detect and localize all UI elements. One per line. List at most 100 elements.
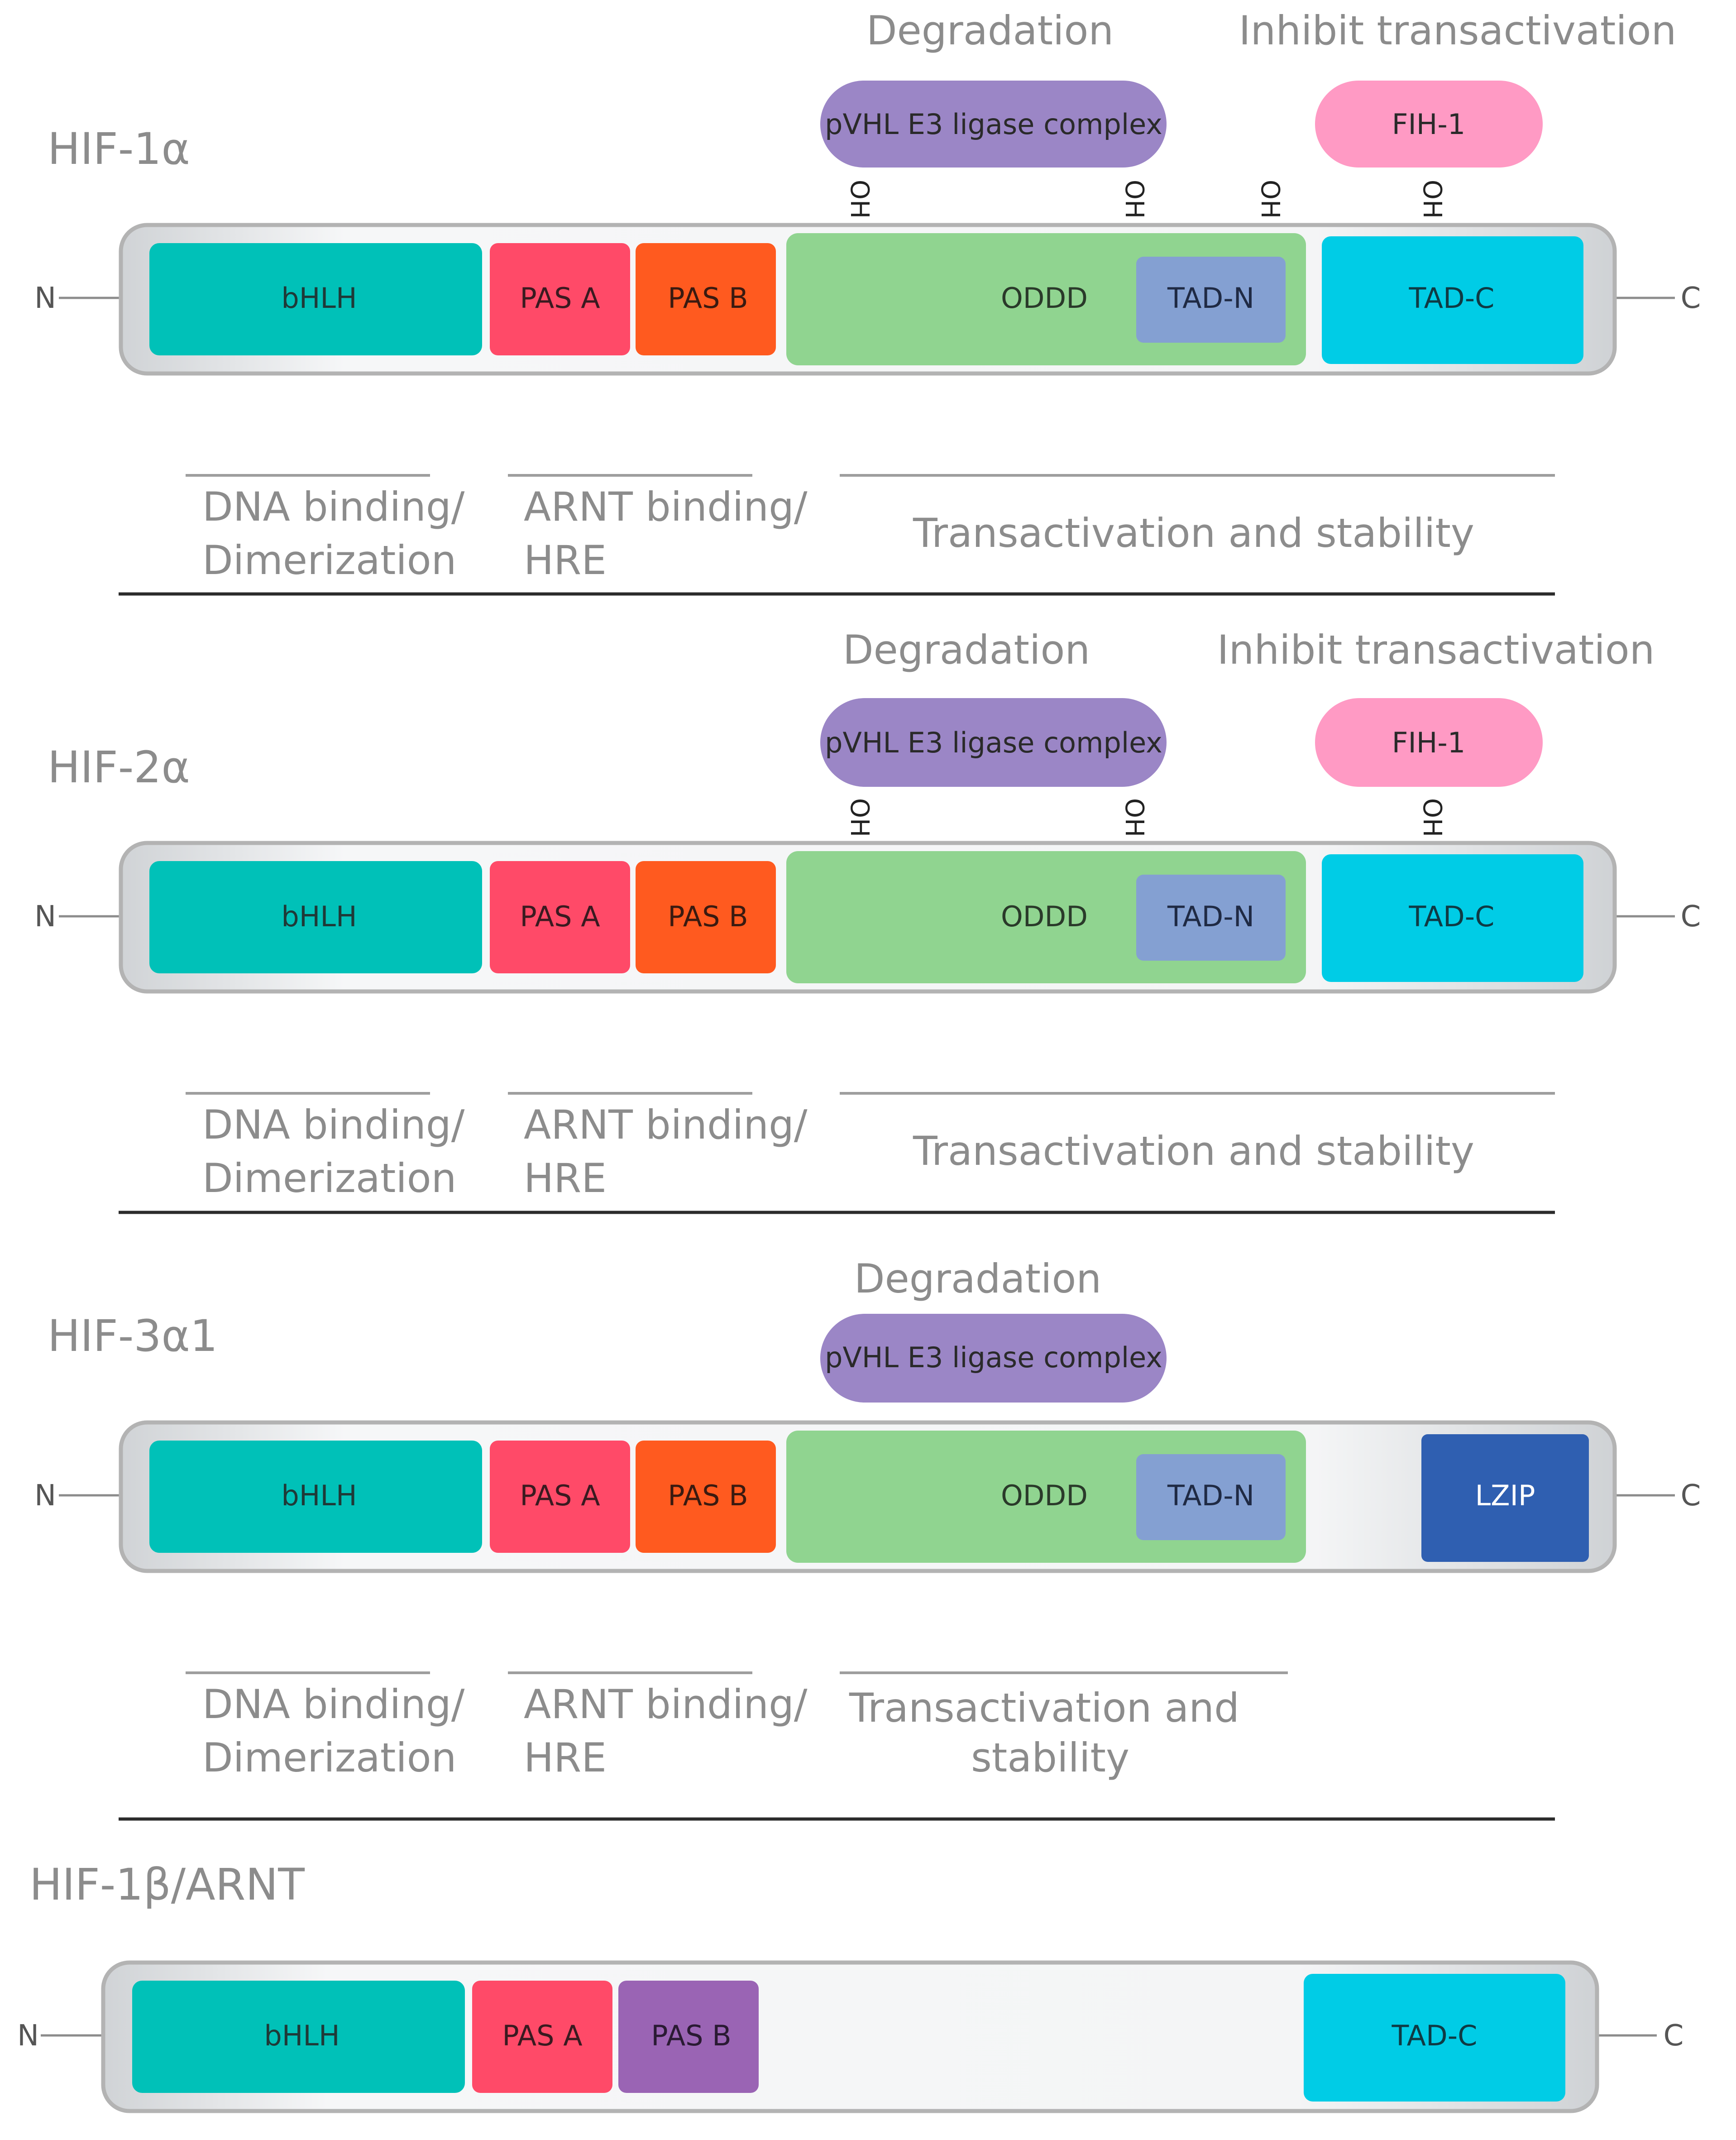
domain-tad-c-shape [1304,1974,1565,2102]
domain-pas-b: PAS B [636,1441,776,1553]
hydroxyl-label: OH [845,180,874,219]
protein-title: HIF-3α1 [48,1311,218,1361]
hif-1b-arnt-section: HIF-1β/ARNT N C bHLH PAS A PAS B TAD-C [17,1859,1684,2113]
c-terminal-label: C [1664,2019,1684,2053]
domain-bhlh-label: bHLH [281,900,357,933]
pvhl-complex-pill: pVHL E3 ligase complex [820,698,1167,787]
hydroxyl-label: OH [1255,180,1285,219]
domain-bhlh: bHLH [149,1441,482,1553]
domain-tad-n-shape [1136,875,1286,961]
annotation-dimerization: Dimerization [202,537,456,584]
domain-pas-b-shape [618,1981,759,2093]
n-terminal-label: N [17,2019,39,2053]
domain-bhlh-shape [132,1981,465,2093]
domain-lzip-shape [1421,1434,1589,1562]
annotation-hre: HRE [524,1734,607,1781]
pvhl-complex-shape [820,1314,1167,1403]
domain-bhlh-shape [149,1441,482,1553]
pvhl-complex-label: pVHL E3 ligase complex [825,108,1162,141]
domain-pas-a-shape [490,243,630,355]
domain-pas-a-shape [472,1981,612,2093]
inhibit-transactivation-label: Inhibit transactivation [1217,627,1655,673]
fih-1-label: FIH-1 [1392,108,1465,141]
annotation-arnt-binding: ARNT binding/ [524,1681,808,1728]
domain-pas-b: PAS B [636,861,776,973]
n-terminal-label: N [34,282,56,315]
pvhl-complex-pill: pVHL E3 ligase complex [820,1314,1167,1403]
degradation-label: Degradation [854,1255,1101,1302]
domain-tad-c-label: TAD-C [1409,282,1495,315]
fih-1-shape [1315,81,1543,168]
domain-bhlh-shape [149,861,482,973]
hydroxyl-label: OH [1119,180,1149,219]
domain-pas-a-label: PAS A [520,1479,600,1512]
domain-bhlh-label: bHLH [264,2019,340,2052]
domain-tad-n-shape [1136,1454,1286,1540]
domain-pas-a: PAS A [490,243,630,355]
fih-1-label: FIH-1 [1392,726,1465,759]
domain-pas-a-shape [490,1441,630,1553]
domain-pas-a-shape [490,861,630,973]
domain-tad-n-label: TAD-N [1167,282,1254,315]
domain-pas-b: PAS B [618,1981,759,2093]
domain-tad-n-label: TAD-N [1167,900,1254,933]
domain-tad-c: TAD-C [1322,236,1583,364]
domain-pas-b-label: PAS B [651,2019,731,2052]
annotation-hre: HRE [524,537,607,584]
hydroxyl-label: OH [1417,180,1447,219]
domain-tad-c-shape [1322,236,1583,364]
domain-tad-c: TAD-C [1322,854,1583,982]
annotation-dimerization: Dimerization [202,1155,456,1202]
domain-bhlh-shape [149,243,482,355]
annotation-transactivation: Transactivation and stability [913,510,1474,556]
protein-title: HIF-2α [48,742,190,793]
annotation-arnt-binding: ARNT binding/ [524,1101,808,1148]
annotation-dna-binding: DNA binding/ [202,1681,465,1728]
c-terminal-label: C [1681,1479,1701,1513]
pvhl-complex-shape [820,81,1167,168]
domain-pas-b-label: PAS B [668,282,748,315]
domain-tad-n: TAD-N [1136,1454,1286,1540]
domain-pas-a: PAS A [490,1441,630,1553]
domain-bhlh-label: bHLH [281,1479,357,1512]
domain-pas-a: PAS A [490,861,630,973]
annotation-dna-binding: DNA binding/ [202,1101,465,1148]
pvhl-complex-pill: pVHL E3 ligase complex [820,81,1167,168]
c-terminal-label: C [1681,900,1701,934]
domain-oddd-label: ODDD [1001,1479,1088,1512]
protein-title: HIF-1β/ARNT [29,1859,305,1910]
n-terminal-label: N [34,1479,56,1513]
hif-3a1-section: HIF-3α1 Degradation pVHL E3 ligase compl… [34,1255,1701,1821]
annotation-hre: HRE [524,1155,607,1202]
pvhl-complex-label: pVHL E3 ligase complex [825,726,1162,759]
domain-tad-c-label: TAD-C [1409,900,1495,933]
domain-tad-c-shape [1322,854,1583,982]
annotation-stability: stability [971,1734,1129,1781]
domain-bhlh: bHLH [149,861,482,973]
c-terminal-label: C [1681,282,1701,315]
domain-tad-c: TAD-C [1304,1974,1565,2102]
annotation-transactivation: Transactivation and stability [913,1128,1474,1174]
domain-tad-n-label: TAD-N [1167,1479,1254,1512]
domain-pas-a-label: PAS A [520,282,600,315]
domain-oddd-label: ODDD [1001,900,1088,933]
domain-oddd-label: ODDD [1001,282,1088,315]
domain-pas-a: PAS A [472,1981,612,2093]
hif-1a-section: HIF-1α Degradation Inhibit transactivati… [34,7,1701,596]
domain-pas-a-label: PAS A [520,900,600,933]
hydroxyl-label: OH [1119,798,1149,837]
domain-lzip-label: LZIP [1475,1479,1535,1512]
hif-2a-section: HIF-2α Degradation Inhibit transactivati… [34,627,1701,1214]
domain-pas-b-label: PAS B [668,1479,748,1512]
hydroxyl-label: OH [1417,798,1447,837]
protein-title: HIF-1α [48,124,190,174]
pvhl-complex-shape [820,698,1167,787]
domain-tad-n: TAD-N [1136,257,1286,343]
n-terminal-label: N [34,900,56,934]
fih-1-shape [1315,698,1543,787]
degradation-label: Degradation [843,627,1090,673]
inhibit-transactivation-label: Inhibit transactivation [1239,7,1677,54]
hydroxyl-label: OH [845,798,874,837]
annotation-arnt-binding: ARNT binding/ [524,484,808,530]
